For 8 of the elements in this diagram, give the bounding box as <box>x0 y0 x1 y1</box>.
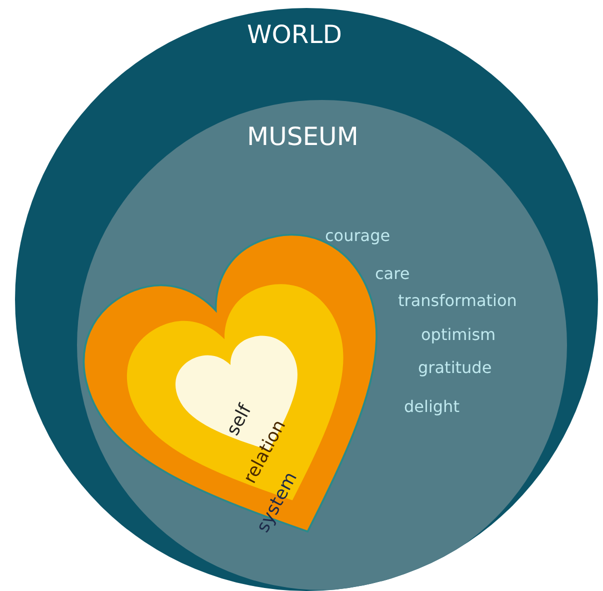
value-word: care <box>375 264 410 283</box>
value-word: delight <box>404 397 460 416</box>
value-word: gratitude <box>418 358 492 377</box>
value-word: courage <box>325 226 390 245</box>
circle-title: WORLD <box>247 20 342 49</box>
value-word: transformation <box>398 291 517 310</box>
value-word: optimism <box>421 325 496 344</box>
circle-title: MUSEUM <box>247 122 358 151</box>
